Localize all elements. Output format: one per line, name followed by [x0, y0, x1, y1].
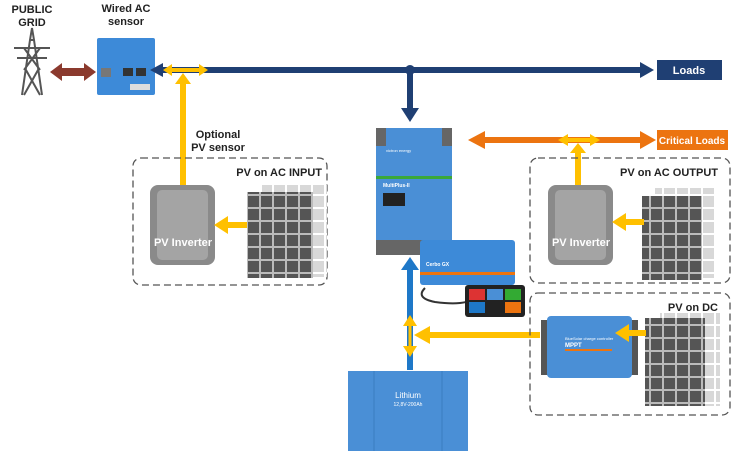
pv-dc-panel-arrow — [615, 324, 646, 342]
pv-inverter-output-label: PV Inverter — [552, 237, 611, 249]
pv-on-ac-output-label: PV on AC OUTPUT — [620, 167, 718, 179]
optional-pv-sensor-label: Optional — [196, 129, 241, 141]
critical-loads-badge — [657, 130, 728, 150]
wired-ac-sensor-label-2: sensor — [108, 16, 145, 28]
brand-label: victron energy — [386, 148, 411, 153]
mppt-label: MPPT — [565, 343, 582, 349]
pv-ac-output-group — [529, 157, 731, 284]
wired-ac-sensor-device — [97, 38, 155, 95]
pv-on-ac-input-label: PV on AC INPUT — [236, 167, 322, 179]
lithium-battery-device — [348, 371, 468, 451]
multiplus-inverter-device — [376, 128, 452, 255]
pv-output-panel-arrow — [612, 213, 644, 231]
pv-inverter-input-label: PV Inverter — [154, 237, 213, 249]
pv-input-flow-arrow — [214, 216, 247, 234]
multiplus-label: MultiPlus-II — [383, 183, 410, 189]
grid-arrow — [50, 63, 96, 81]
mppt-charge-controller — [541, 316, 638, 378]
power-tower-icon — [14, 27, 50, 96]
solar-panel-dc-icon — [645, 318, 705, 406]
ac-loads-line — [150, 62, 654, 122]
battery-label: Lithium — [395, 391, 421, 400]
public-grid-label-2: GRID — [18, 17, 46, 29]
solar-panel-input-icon — [247, 192, 313, 278]
pv-dc-group — [529, 292, 731, 416]
solar-panel-output-icon — [642, 196, 702, 280]
battery-spec-label: 12,8V-200Ah — [394, 402, 423, 408]
public-grid-label: PUBLIC — [12, 4, 53, 16]
optional-pv-sensor-label-2: PV sensor — [191, 142, 246, 154]
pv-on-dc-label: PV on DC — [668, 302, 718, 314]
mppt-brand-label: BlueSolar charge controller — [565, 336, 614, 341]
pv-output-flow-arrow — [558, 134, 600, 188]
loads-badge — [657, 60, 722, 80]
touch-display-tablet — [465, 285, 525, 317]
dc-pv-flow-arrow — [403, 315, 540, 357]
pv-sensor-flow-arrow — [163, 64, 208, 186]
loads-label: Loads — [673, 65, 705, 77]
cerbo-gx-label: Cerbo GX — [426, 262, 450, 268]
wired-ac-sensor-label: Wired AC — [102, 3, 151, 15]
critical-loads-label: Critical Loads — [659, 136, 726, 147]
